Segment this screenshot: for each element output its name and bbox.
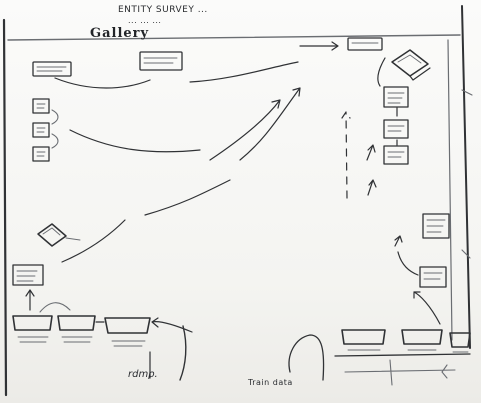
right-edge xyxy=(461,5,471,349)
left-box-3 xyxy=(32,146,50,162)
right-box-1 xyxy=(383,86,409,108)
note-bottom-left: rdmp. xyxy=(128,369,158,380)
arrow-mid-up-2 xyxy=(239,87,301,161)
device-left-3 xyxy=(104,317,151,347)
card-top-right xyxy=(347,37,383,51)
rail-bottom-arrows xyxy=(344,359,456,386)
device-left-2 xyxy=(57,315,96,343)
device-right-2 xyxy=(401,329,443,351)
arrow-left-boxes-mid xyxy=(69,129,201,153)
arrow-card-to-right-boxes xyxy=(377,57,386,87)
card-top-middle xyxy=(139,51,183,71)
card-top-left xyxy=(32,61,72,77)
arrow-right-mid-3 xyxy=(394,235,403,247)
arrow-right-mid-1 xyxy=(366,144,376,161)
arrow-box5-up xyxy=(397,251,419,276)
rail-bottom-right xyxy=(334,353,471,357)
left-edge xyxy=(2,18,8,397)
right-box-5 xyxy=(419,266,447,288)
arrow-top-left-to-middle xyxy=(54,77,151,89)
arrow-into-device-3 xyxy=(151,317,193,333)
margin-marks-right xyxy=(461,89,473,259)
header-line-1: ENTITY SURVEY ... xyxy=(118,5,208,15)
right-margin-line xyxy=(447,39,453,341)
arrow-left-lower-up xyxy=(61,219,126,263)
arrow-device-to-box xyxy=(25,289,35,311)
page-frame xyxy=(2,5,471,397)
device-right-1 xyxy=(341,329,386,351)
brace-bottom-left xyxy=(179,325,187,381)
gallery-title: Gallery xyxy=(90,26,149,41)
arrow-mid-up-1 xyxy=(209,99,281,161)
note-bottom-center: Train data xyxy=(247,378,293,387)
header: ENTITY SURVEY ... ... ... ... Gallery xyxy=(90,5,208,41)
image-icon-left xyxy=(37,223,81,247)
notes: rdmp. Train data xyxy=(128,369,293,387)
arrow-right-dashed-up xyxy=(341,111,351,199)
arrow-top-middle-right xyxy=(189,61,299,83)
right-box-3 xyxy=(383,145,409,165)
arc-devices-left xyxy=(39,302,71,313)
bracket-left-2 xyxy=(51,133,59,149)
device-right-3 xyxy=(449,332,471,353)
loop-bottom-center xyxy=(288,334,325,381)
left-box-lower xyxy=(12,264,44,286)
arrow-device-to-box5 xyxy=(413,291,441,325)
header-line-2: ... ... ... xyxy=(128,16,161,25)
image-icon-top-right xyxy=(391,49,431,81)
arrow-to-top-right-card xyxy=(299,41,339,51)
right-box-2 xyxy=(383,119,409,139)
header-divider xyxy=(7,34,461,41)
device-left-1 xyxy=(12,315,53,343)
right-box-4 xyxy=(422,213,450,239)
bracket-left-1 xyxy=(51,109,59,125)
arrow-mid-2 xyxy=(144,179,231,216)
left-box-1 xyxy=(32,98,50,114)
arrow-right-mid-2 xyxy=(367,179,377,196)
left-box-2 xyxy=(32,122,50,138)
connectors xyxy=(25,41,473,386)
